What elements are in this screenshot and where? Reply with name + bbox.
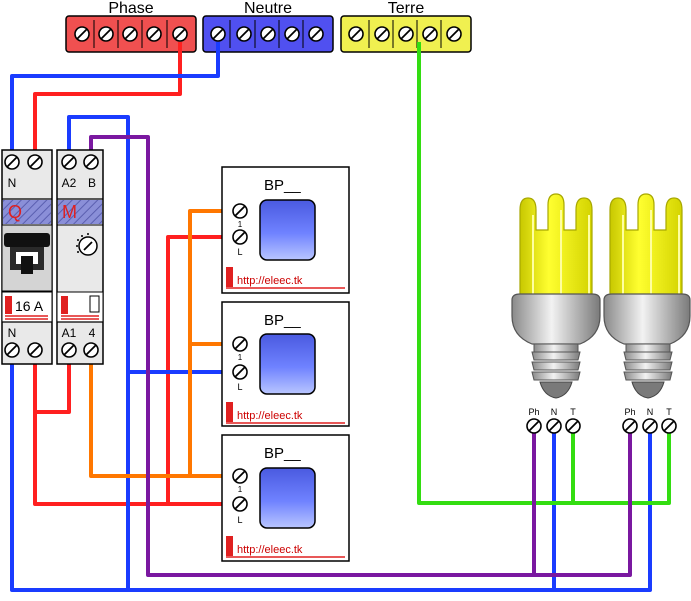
terminal-1-label: 1 [238, 353, 243, 362]
screw-terminal-icon [210, 26, 226, 42]
neutre-label: Neutre [244, 0, 292, 17]
cfl-bulb-icon [603, 193, 691, 399]
earth-wire [417, 42, 671, 505]
screw-terminal-icon [74, 26, 90, 42]
phase-wire [166, 235, 240, 504]
screw-terminal-icon [4, 154, 20, 170]
screw-terminal-icon [83, 154, 99, 170]
screw-terminal-icon [83, 342, 99, 358]
screw-terminal-icon [422, 26, 438, 42]
lamp-n-label: N [551, 407, 558, 417]
relay-top-right-label: B [88, 176, 96, 190]
lamp-1: Ph N T [511, 193, 601, 434]
cfl-bulb-icon [511, 193, 601, 399]
screw-terminal-icon [232, 468, 248, 484]
screw-terminal-icon [61, 154, 77, 170]
terminal-1-label: 1 [238, 485, 243, 494]
push-button-icon [259, 199, 316, 261]
relay-bottom-left-label: A1 [62, 326, 77, 340]
terminal-l-label: L [237, 382, 242, 392]
screw-terminal-icon [622, 418, 638, 434]
breaker-toggle-icon [4, 233, 50, 274]
push-button-icon [259, 333, 316, 395]
screw-terminal-icon [232, 336, 248, 352]
phase-terminal-block: Phase [65, 0, 197, 53]
phase-wire [33, 42, 182, 156]
push-button-3: BP__ 1 L http://eleec.tk [221, 434, 350, 562]
neutral-wire [10, 42, 220, 156]
neutral-wire [67, 115, 130, 590]
push-button-title: BP__ [264, 177, 301, 194]
screw-terminal-icon [374, 26, 390, 42]
screw-terminal-icon [546, 418, 562, 434]
lamp-n-label: N [647, 407, 654, 417]
screw-terminal-icon [236, 26, 252, 42]
terminal-l-label: L [237, 515, 242, 525]
screw-terminal-icon [98, 26, 114, 42]
neutral-wire [10, 350, 652, 592]
lamp-ph-label: Ph [624, 407, 635, 417]
relay-letter: M [62, 202, 77, 222]
phase-wire [33, 350, 240, 506]
relay-bottom-right-label: 4 [89, 326, 96, 340]
timer-dial-icon [76, 233, 98, 256]
wires [10, 42, 671, 592]
push-button-title: BP__ [264, 445, 301, 462]
screw-terminal-icon [146, 26, 162, 42]
breaker-bottom-label: N [8, 326, 17, 340]
push-button-url: http://eleec.tk [237, 275, 303, 287]
screw-terminal-icon [232, 364, 248, 380]
screw-terminal-icon [260, 26, 276, 42]
terre-terminal-block: Terre [340, 0, 472, 53]
screw-terminal-icon [526, 418, 542, 434]
switched-wire [89, 135, 632, 577]
push-button-2: BP__ 1 L http://eleec.tk [221, 301, 350, 427]
push-button-url: http://eleec.tk [237, 544, 303, 556]
impulse-relay: A2 B M A1 4 [56, 149, 104, 365]
lamp-t-label: T [570, 407, 576, 417]
breaker-rating: 16 A [15, 298, 44, 314]
push-button-url: http://eleec.tk [237, 410, 303, 422]
terminal-l-label: L [237, 247, 242, 257]
terre-label: Terre [388, 0, 425, 17]
push-button-1: BP__ 1 L http://eleec.tk [221, 166, 350, 294]
screw-terminal-icon [446, 26, 462, 42]
screw-terminal-icon [61, 342, 77, 358]
screw-terminal-icon [565, 418, 581, 434]
screw-terminal-icon [232, 203, 248, 219]
screw-terminal-icon [308, 26, 324, 42]
screw-terminal-icon [642, 418, 658, 434]
screw-terminal-icon [122, 26, 138, 42]
screw-terminal-icon [661, 418, 677, 434]
breaker-letter: Q [8, 202, 22, 222]
screw-terminal-icon [284, 26, 300, 42]
screw-terminal-icon [27, 154, 43, 170]
screw-terminal-icon [172, 26, 188, 42]
circuit-breaker: N Q 16 A N [1, 149, 53, 365]
phase-label: Phase [108, 0, 153, 17]
command-wire [89, 350, 240, 478]
screw-terminal-icon [398, 26, 414, 42]
screw-terminal-icon [232, 229, 248, 245]
terminal-1-label: 1 [238, 220, 243, 229]
breaker-top-label: N [8, 176, 17, 190]
lamp-2: Ph N T [603, 193, 691, 434]
neutre-terminal-block: Neutre [202, 0, 334, 53]
screw-terminal-icon [232, 496, 248, 512]
push-button-icon [259, 467, 316, 529]
screw-terminal-icon [348, 26, 364, 42]
relay-top-left-label: A2 [62, 176, 77, 190]
screw-terminal-icon [27, 342, 43, 358]
screw-terminal-icon [4, 342, 20, 358]
push-button-title: BP__ [264, 312, 301, 329]
lamp-ph-label: Ph [528, 407, 539, 417]
lamp-t-label: T [666, 407, 672, 417]
